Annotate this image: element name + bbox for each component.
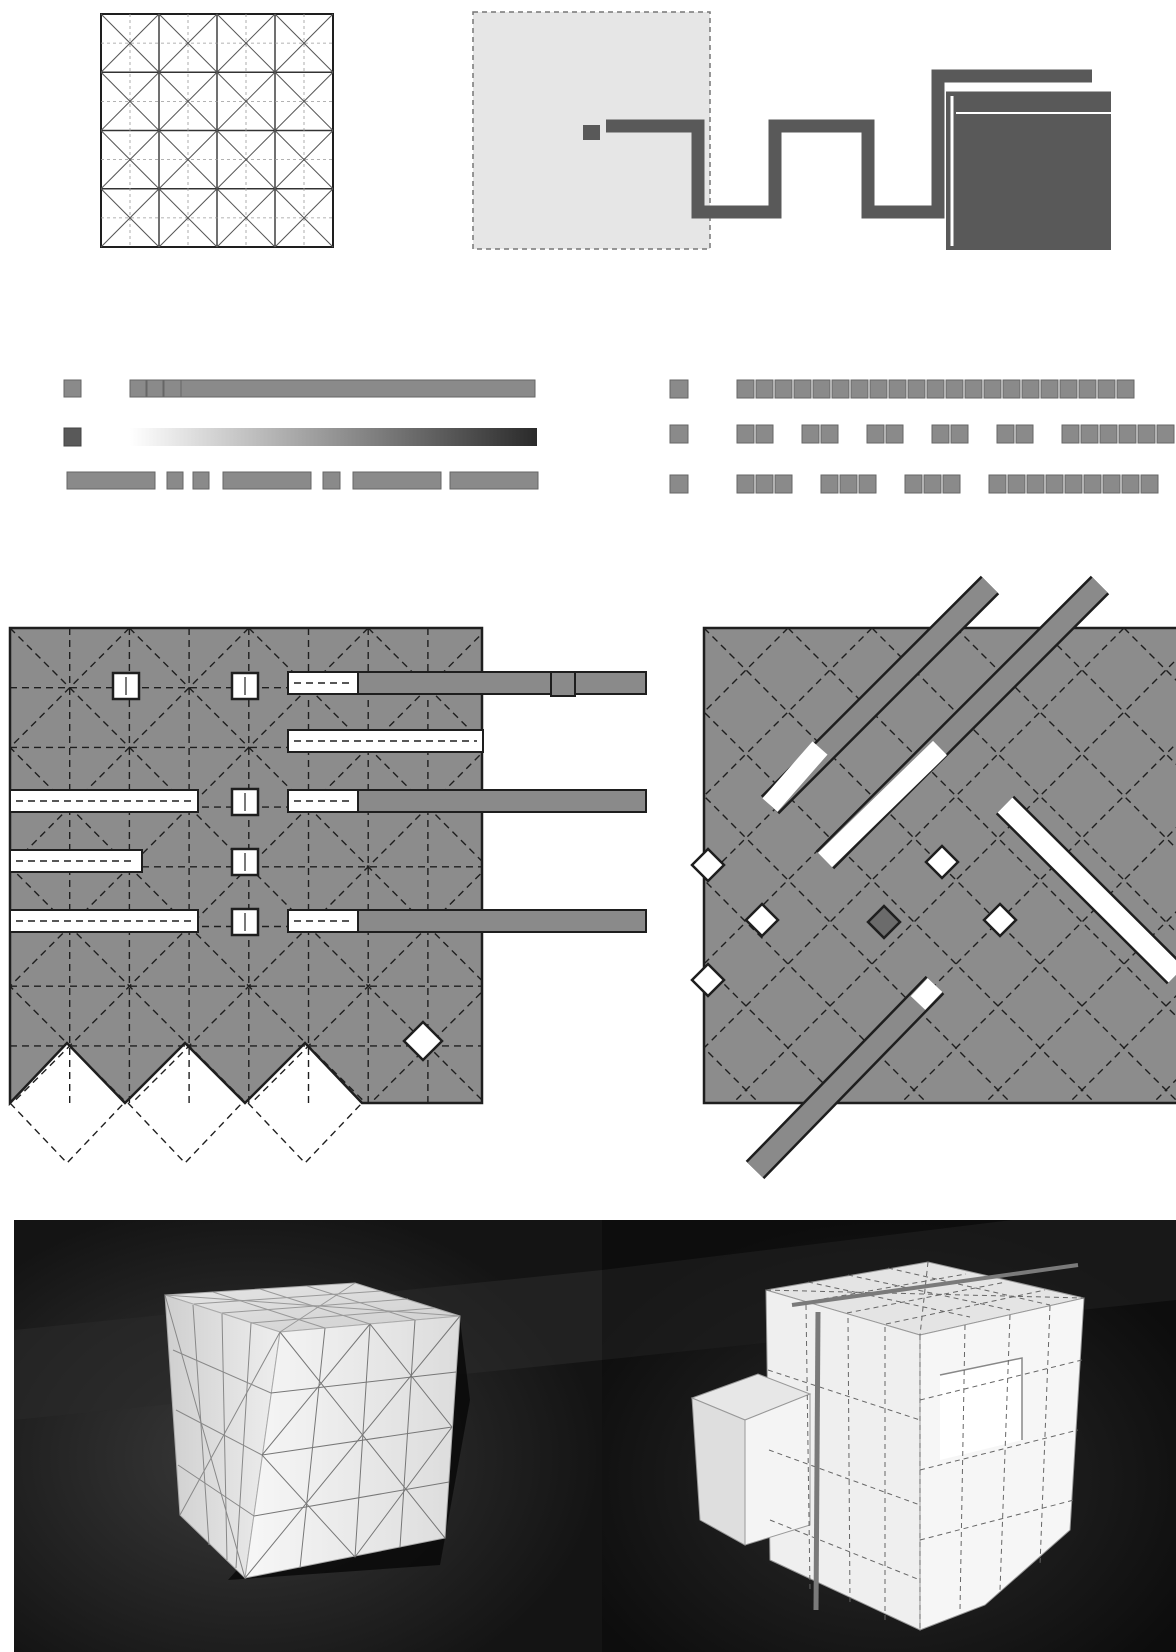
crease-diagonal bbox=[0, 628, 7, 1103]
stripe-legend-left bbox=[64, 380, 538, 489]
slit-gray bbox=[358, 672, 646, 694]
legend-cell bbox=[946, 380, 963, 398]
legend-cell bbox=[943, 475, 960, 493]
block-front bbox=[745, 1394, 810, 1545]
legend-cell bbox=[737, 425, 754, 443]
legend-cell bbox=[1022, 380, 1039, 398]
legend-cell bbox=[889, 380, 906, 398]
legend-cell bbox=[840, 475, 857, 493]
legend-cell bbox=[1119, 425, 1136, 443]
legend-cell bbox=[1117, 380, 1134, 398]
legend-cell bbox=[1103, 475, 1120, 493]
legend-cell bbox=[932, 425, 949, 443]
legend-cell bbox=[886, 425, 903, 443]
legend-cell bbox=[1065, 475, 1082, 493]
strip-start-square bbox=[583, 125, 600, 140]
legend-cell bbox=[1041, 380, 1058, 398]
legend-cell bbox=[870, 380, 887, 398]
legend-cell bbox=[756, 475, 773, 493]
legend-cell bbox=[1084, 475, 1101, 493]
legend-cell bbox=[737, 475, 754, 493]
render-cube-notched bbox=[602, 1200, 1176, 1652]
legend-cell bbox=[997, 425, 1014, 443]
legend-cell bbox=[908, 380, 925, 398]
tab-square bbox=[551, 672, 575, 696]
legend-cell bbox=[1157, 425, 1174, 443]
crease-grid-panel bbox=[101, 14, 333, 247]
stripe-legend-right bbox=[670, 380, 1174, 493]
legend-cell bbox=[1138, 425, 1155, 443]
legend-cell bbox=[775, 380, 792, 398]
slit-gray bbox=[358, 790, 646, 812]
crease-diagonal bbox=[0, 628, 10, 1103]
render-cube-flat bbox=[14, 1220, 602, 1652]
legend-cell bbox=[802, 425, 819, 443]
flap-outline bbox=[248, 1103, 362, 1163]
slot-groove bbox=[816, 1312, 818, 1610]
flap-outline bbox=[10, 1103, 124, 1163]
legend-cell bbox=[775, 475, 792, 493]
legend-cell bbox=[1079, 380, 1096, 398]
legend-cell bbox=[1003, 380, 1020, 398]
legend-cell bbox=[821, 475, 838, 493]
legend-cell bbox=[867, 425, 884, 443]
legend-cell bbox=[1081, 425, 1098, 443]
legend-cell bbox=[905, 475, 922, 493]
legend-cell bbox=[984, 380, 1001, 398]
legend-cell bbox=[1098, 380, 1115, 398]
legend-cell bbox=[832, 380, 849, 398]
slit-gray bbox=[358, 910, 646, 932]
legend-cell bbox=[989, 475, 1006, 493]
legend-cell bbox=[1141, 475, 1158, 493]
legend-cell bbox=[821, 425, 838, 443]
legend-cell bbox=[924, 475, 941, 493]
legend-cell bbox=[737, 380, 754, 398]
legend-cell bbox=[851, 380, 868, 398]
legend-cell bbox=[965, 380, 982, 398]
legend-cell bbox=[859, 475, 876, 493]
strip-process-panel bbox=[473, 12, 1111, 250]
legend-cell bbox=[927, 380, 944, 398]
legend-cell bbox=[756, 380, 773, 398]
legend-cell bbox=[794, 380, 811, 398]
stacked-sheet-front bbox=[956, 98, 1111, 246]
legend-cell bbox=[756, 425, 773, 443]
legend-cell bbox=[1008, 475, 1025, 493]
legend-cell bbox=[1100, 425, 1117, 443]
flap-outline bbox=[128, 1103, 242, 1163]
legend-cell bbox=[813, 380, 830, 398]
legend-cell bbox=[951, 425, 968, 443]
legend-cell bbox=[1027, 475, 1044, 493]
diagonal-slit bbox=[918, 985, 935, 1003]
legend-cell bbox=[1062, 425, 1079, 443]
legend-cell bbox=[1016, 425, 1033, 443]
legend-cell bbox=[1060, 380, 1077, 398]
legend-cell bbox=[1046, 475, 1063, 493]
legend-cell bbox=[1122, 475, 1139, 493]
